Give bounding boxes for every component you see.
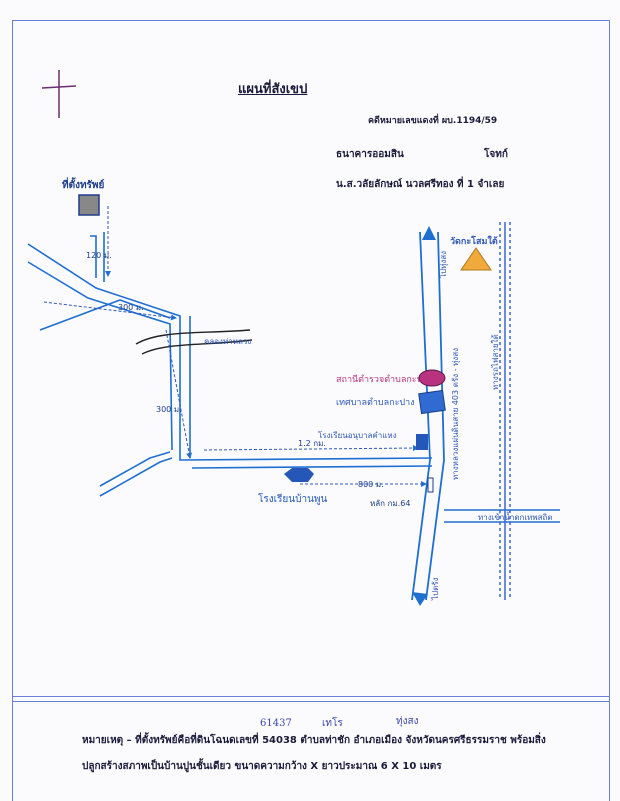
case-number: คดีหมายเลขแดงที่ ผบ.1194/59 [368, 116, 498, 126]
page-title: แผนที่สังเขป [238, 82, 308, 97]
canal-lines [135, 329, 253, 355]
remark-line-2: ปลูกสร้างสภาพเป็นบ้านปูนชั้นเดียว ขนาดคว… [82, 761, 442, 772]
handwritten-amphoe: ทุ่งสง [396, 716, 419, 727]
distance-guides [43, 206, 427, 487]
railway-label: ทางรถไฟสายใต้ [491, 334, 500, 390]
school-baan-poon-icon [284, 468, 314, 482]
km-marker-icon [427, 477, 434, 493]
property-marker [78, 194, 100, 216]
school-baan-poon-label: โรงเรียนบ้านพูน [258, 492, 328, 505]
remark-border [12, 696, 610, 801]
thep-sathit-label: ทางเข้าน้ำตกเทพสถิต [478, 511, 553, 522]
kindergarten-label: โรงเรียนอนุบาลคำแหง [318, 430, 397, 440]
local-road-network [27, 232, 433, 497]
distance-300-top: 300 ม. [118, 303, 144, 312]
distance-120: 120 ม. [86, 251, 112, 260]
km-marker-label: หลัก กม.64 [370, 499, 410, 508]
arrow-to-trang [412, 592, 428, 606]
handwritten-tambon: เทโร [322, 718, 343, 729]
police-station-label: สถานีตำรวจตำบลกะปาง [336, 374, 432, 385]
property-label: ที่ตั้งทรัพย์ [62, 177, 105, 191]
municipality-icon [418, 389, 446, 415]
distance-300-side: 300 ม. [156, 405, 182, 414]
arrow-to-thung-song [422, 226, 436, 240]
page-border [12, 20, 610, 702]
distance-800: 800 ม. [358, 480, 384, 489]
kindergarten-icon [416, 434, 428, 450]
handwritten-deed-number: 61437 [260, 718, 292, 729]
remark-line-1: หมายเหตุ – ที่ตั้งทรัพย์คือที่ดินโฉนดเลข… [82, 735, 546, 746]
temple-label: วัดกะโสมใต้ [450, 235, 498, 247]
plaintiff-role: โจทก์ [484, 149, 508, 160]
police-station-icon [418, 369, 446, 387]
defendant-name: น.ส.วลัยลักษณ์ นวลศรีทอง ที่ 1 จำเลย [336, 179, 505, 190]
distance-1-2km: 1.2 กม. [298, 439, 326, 448]
to-trang-label: ไปตรัง [431, 577, 440, 601]
canal-label: คลองท่าหลวง [204, 337, 251, 346]
road-thep-sathit [444, 509, 560, 523]
plaintiff-name: ธนาคารออมสิน [336, 149, 404, 160]
to-thung-song-label: ไปทุ่งสง [439, 251, 448, 279]
highway-label: ทางหลวงแผ่นดินสาย 403 ตรัง - ทุ่งสง [451, 348, 460, 480]
temple-icon [460, 247, 492, 271]
highway-403 [411, 231, 445, 601]
railway-line [499, 222, 511, 600]
municipality-label: เทศบาลตำบลกะปาง [336, 397, 415, 408]
